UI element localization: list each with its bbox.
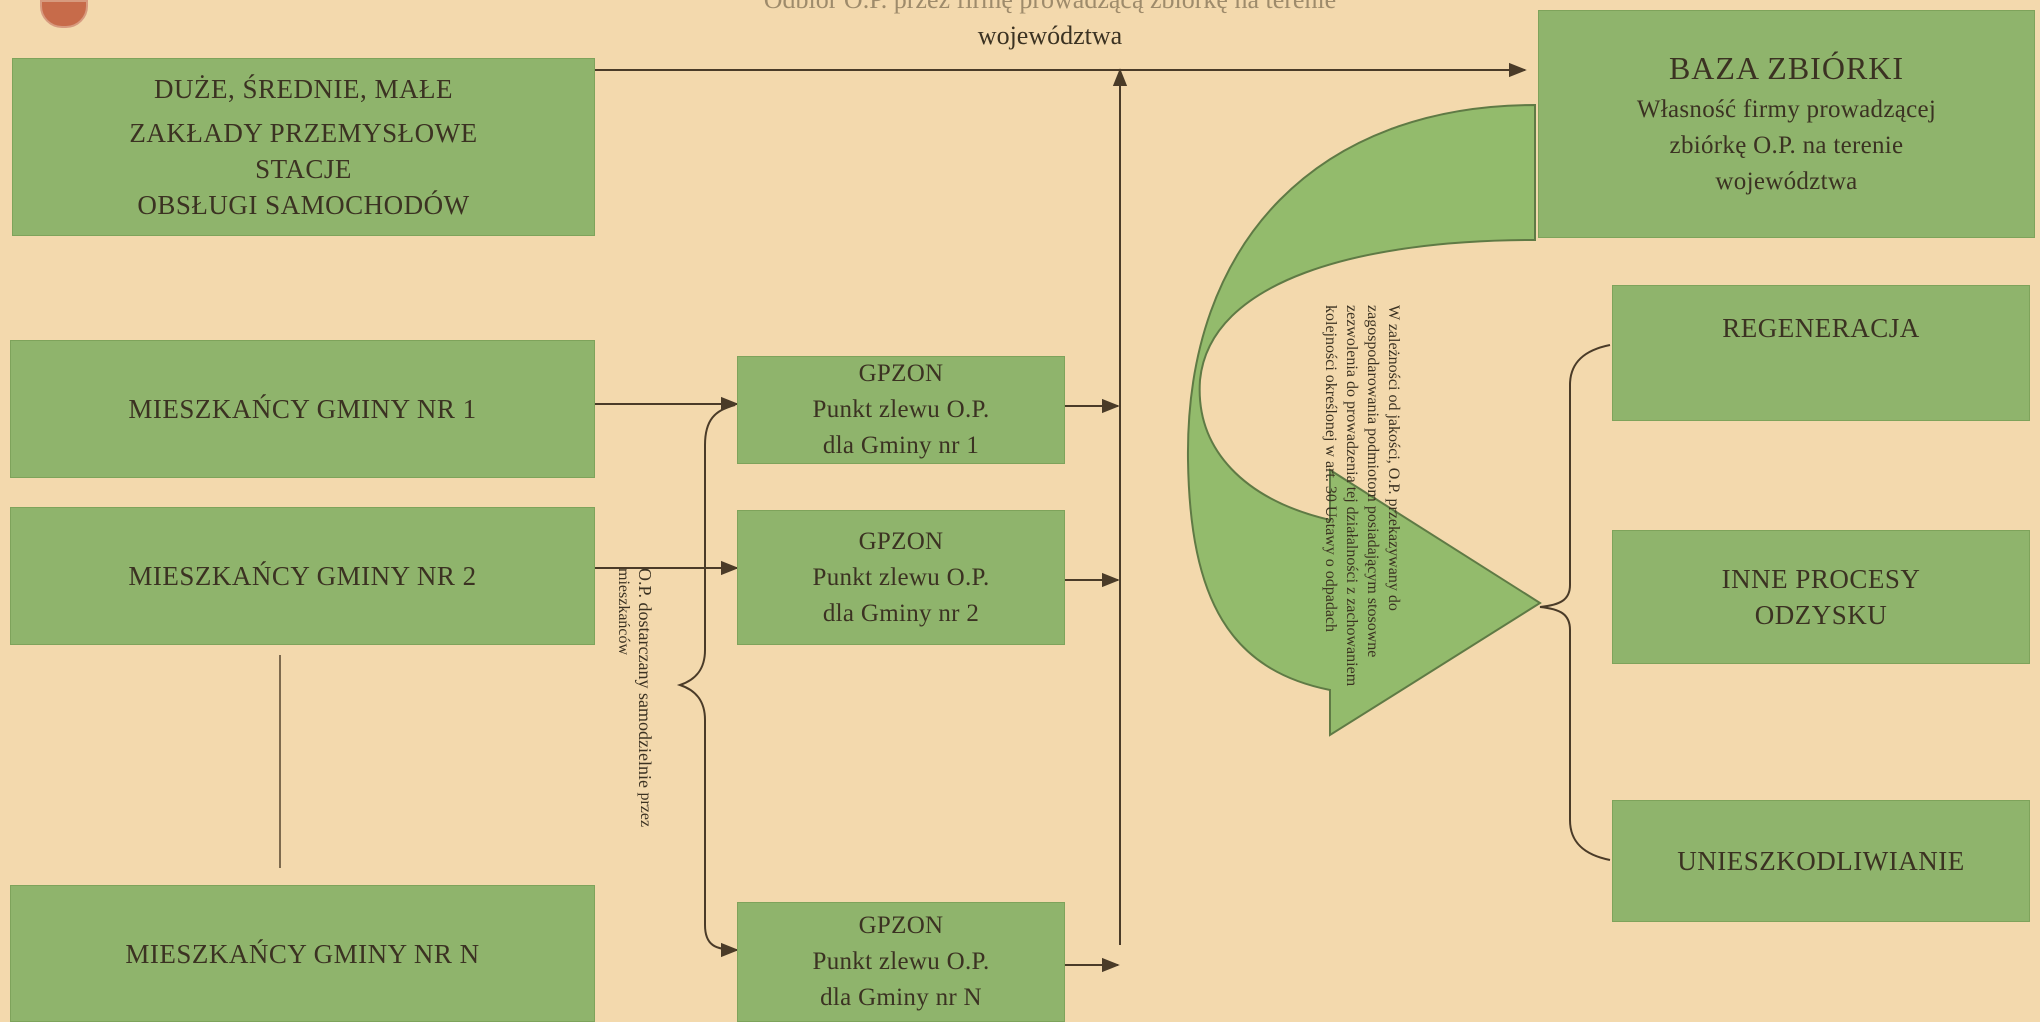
gpzon-2-line-1: Punkt zlewu O.P.: [812, 563, 990, 591]
top-caption-line-2: województwa: [977, 21, 1123, 50]
logo-icon: [40, 0, 88, 28]
industry-line-2: ZAKŁADY PRZEMYSŁOWE: [129, 118, 478, 148]
arrow-label-line-1: W zależności od jakości, O.P. przekazywa…: [1385, 305, 1402, 611]
gpzon-1-title: GPZON: [858, 360, 944, 387]
bracket-label: O.P. dostarczany samodzielnie przez mies…: [612, 568, 656, 888]
top-caption-line-1: Odbiór O.P. przez firmę prowadzącą zbiór…: [600, 0, 1500, 18]
gpzon-n-line-1: Punkt zlewu O.P.: [812, 948, 990, 975]
base-line-2: zbiórkę O.P. na terenie: [1669, 132, 1904, 159]
base-line-1: Własność firmy prowadzącej: [1636, 96, 1937, 123]
resident-n-box: MIESZKAŃCY GMINY NR N: [10, 885, 595, 1022]
top-caption: Odbiór O.P. przez firmę prowadzącą zbiór…: [600, 0, 1500, 54]
recovery-box: INNE PROCESY ODZYSKU: [1612, 530, 2030, 664]
arrow-label-line-4: kolejności określonej w art. 30 Ustawy o…: [1322, 305, 1339, 633]
base-title: BAZA ZBIÓRKI: [1668, 50, 1905, 86]
industry-line-1: DUŻE, ŚREDNIE, MAŁE: [154, 74, 453, 104]
gpzon-n-line-2: dla Gminy nr N: [820, 984, 982, 1011]
gpzon-1-line-1: Punkt zlewu O.P.: [812, 396, 990, 423]
gpzon-2-box: GPZON Punkt zlewu O.P. dla Gminy nr 2: [737, 510, 1065, 645]
resident-2-box: MIESZKAŃCY GMINY NR 2: [10, 507, 595, 645]
bracket-line: [676, 404, 739, 958]
outcome-brace-line: [1539, 344, 1611, 861]
industry-line-3: STACJE: [255, 154, 352, 184]
gpzon-1-box: GPZON Punkt zlewu O.P. dla Gminy nr 1: [737, 356, 1065, 464]
base-line-3: województwa: [1715, 168, 1858, 195]
recovery-line-2: ODZYSKU: [1754, 600, 1888, 630]
base-box: BAZA ZBIÓRKI Własność firmy prowadzącej …: [1538, 10, 2035, 238]
industry-box: DUŻE, ŚREDNIE, MAŁE ZAKŁADY PRZEMYSŁOWE …: [12, 58, 595, 236]
regeneration-label: REGENERACJA: [1722, 313, 1920, 343]
resident-1-label: MIESZKAŃCY GMINY NR 1: [128, 394, 477, 424]
gpzon-1-line-2: dla Gminy nr 1: [822, 432, 980, 459]
resident-1-box: MIESZKAŃCY GMINY NR 1: [10, 340, 595, 478]
resident-2-label: MIESZKAŃCY GMINY NR 2: [128, 561, 477, 591]
curved-arrow-shape: [1186, 103, 1542, 737]
arrow-label-line-2: zagospodarowania podmiotom posiadającym …: [1364, 305, 1381, 658]
gpzon-n-box: GPZON Punkt zlewu O.P. dla Gminy nr N: [737, 902, 1065, 1022]
gpzon-2-title: GPZON: [858, 527, 944, 555]
disposal-label: UNIESZKODLIWIANIE: [1677, 846, 1965, 876]
bracket-label-line-2: przez mieszkańców: [615, 568, 654, 828]
resident-n-label: MIESZKAŃCY GMINY NR N: [125, 938, 480, 969]
gpzon-2-line-2: dla Gminy nr 2: [822, 599, 980, 627]
arrow-label: W zależności od jakości, O.P. przekazywa…: [1320, 305, 1404, 905]
industry-line-4: OBSŁUGI SAMOCHODÓW: [137, 190, 470, 220]
bracket-label-line-1: O.P. dostarczany samodzielnie: [635, 568, 655, 788]
recovery-line-1: INNE PROCESY: [1721, 564, 1921, 594]
arrow-label-line-3: zezwolenia do prowadzenia tej działalnoś…: [1343, 305, 1360, 687]
gpzon-n-title: GPZON: [858, 912, 944, 939]
disposal-box: UNIESZKODLIWIANIE: [1612, 800, 2030, 922]
regeneration-box: REGENERACJA: [1612, 285, 2030, 421]
